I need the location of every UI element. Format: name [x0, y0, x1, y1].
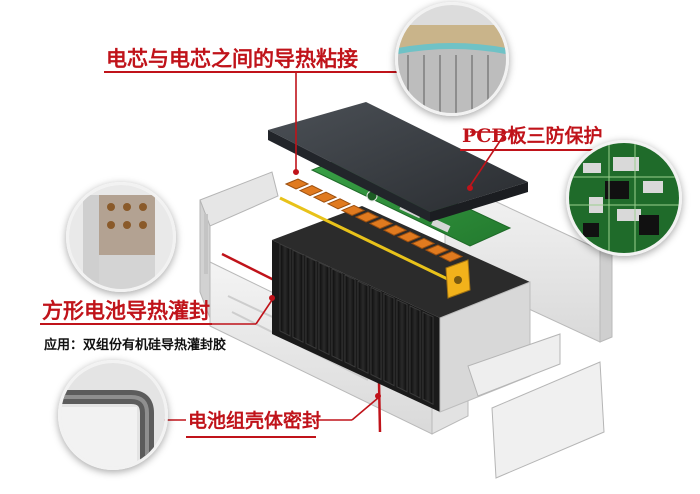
busbar-connector — [326, 198, 352, 210]
busbar-connector — [424, 244, 450, 256]
potted-cell-closeup-icon — [66, 182, 176, 292]
busbar-connector — [396, 231, 422, 243]
battery-cell — [305, 255, 317, 350]
circuit-board-closeup-icon — [566, 140, 682, 256]
busbar-connector — [368, 218, 394, 230]
prismatic-application-note: 应用：双组份有机硅导热灌封胶 — [44, 338, 227, 353]
battery-cell — [331, 268, 343, 362]
battery-top-cover — [268, 102, 528, 222]
battery-cell — [409, 305, 421, 399]
busbar-connector — [298, 185, 324, 197]
battery-cell — [422, 311, 434, 406]
adhesive-bead-line — [279, 196, 463, 288]
busbar-rail — [284, 178, 464, 263]
housing-left-end-plate — [199, 171, 279, 319]
housing-sealing-label: 电池组壳体密封 — [188, 410, 322, 432]
side-cooling-plates — [467, 333, 605, 479]
battery-cell — [357, 280, 369, 375]
busbar-connector — [410, 237, 436, 249]
busbar-connector — [438, 251, 464, 263]
prismatic-sealing-label: 方形电池导热灌封 — [42, 298, 210, 323]
busbar-connector — [312, 191, 338, 203]
battery-cell — [279, 243, 291, 337]
busbar-connector — [382, 224, 408, 236]
battery-cell — [383, 292, 395, 387]
terminal-block — [445, 259, 471, 299]
pcb-protection-label: PCB板三防保护 — [462, 125, 603, 147]
thermal-bonding-label: 电芯与电芯之间的导热粘接 — [106, 46, 358, 71]
glue-bead-closeup-icon — [395, 2, 509, 116]
busbar-connector — [284, 178, 310, 190]
busbar-connector — [340, 204, 366, 216]
busbar-connector — [354, 211, 380, 223]
battery-cell — [292, 249, 304, 344]
label-underlines — [40, 71, 612, 438]
battery-cell — [344, 274, 356, 368]
battery-cell — [396, 299, 408, 393]
housing-seal-closeup-icon — [58, 360, 168, 470]
battery-cell — [370, 286, 382, 381]
battery-cell — [318, 261, 330, 356]
